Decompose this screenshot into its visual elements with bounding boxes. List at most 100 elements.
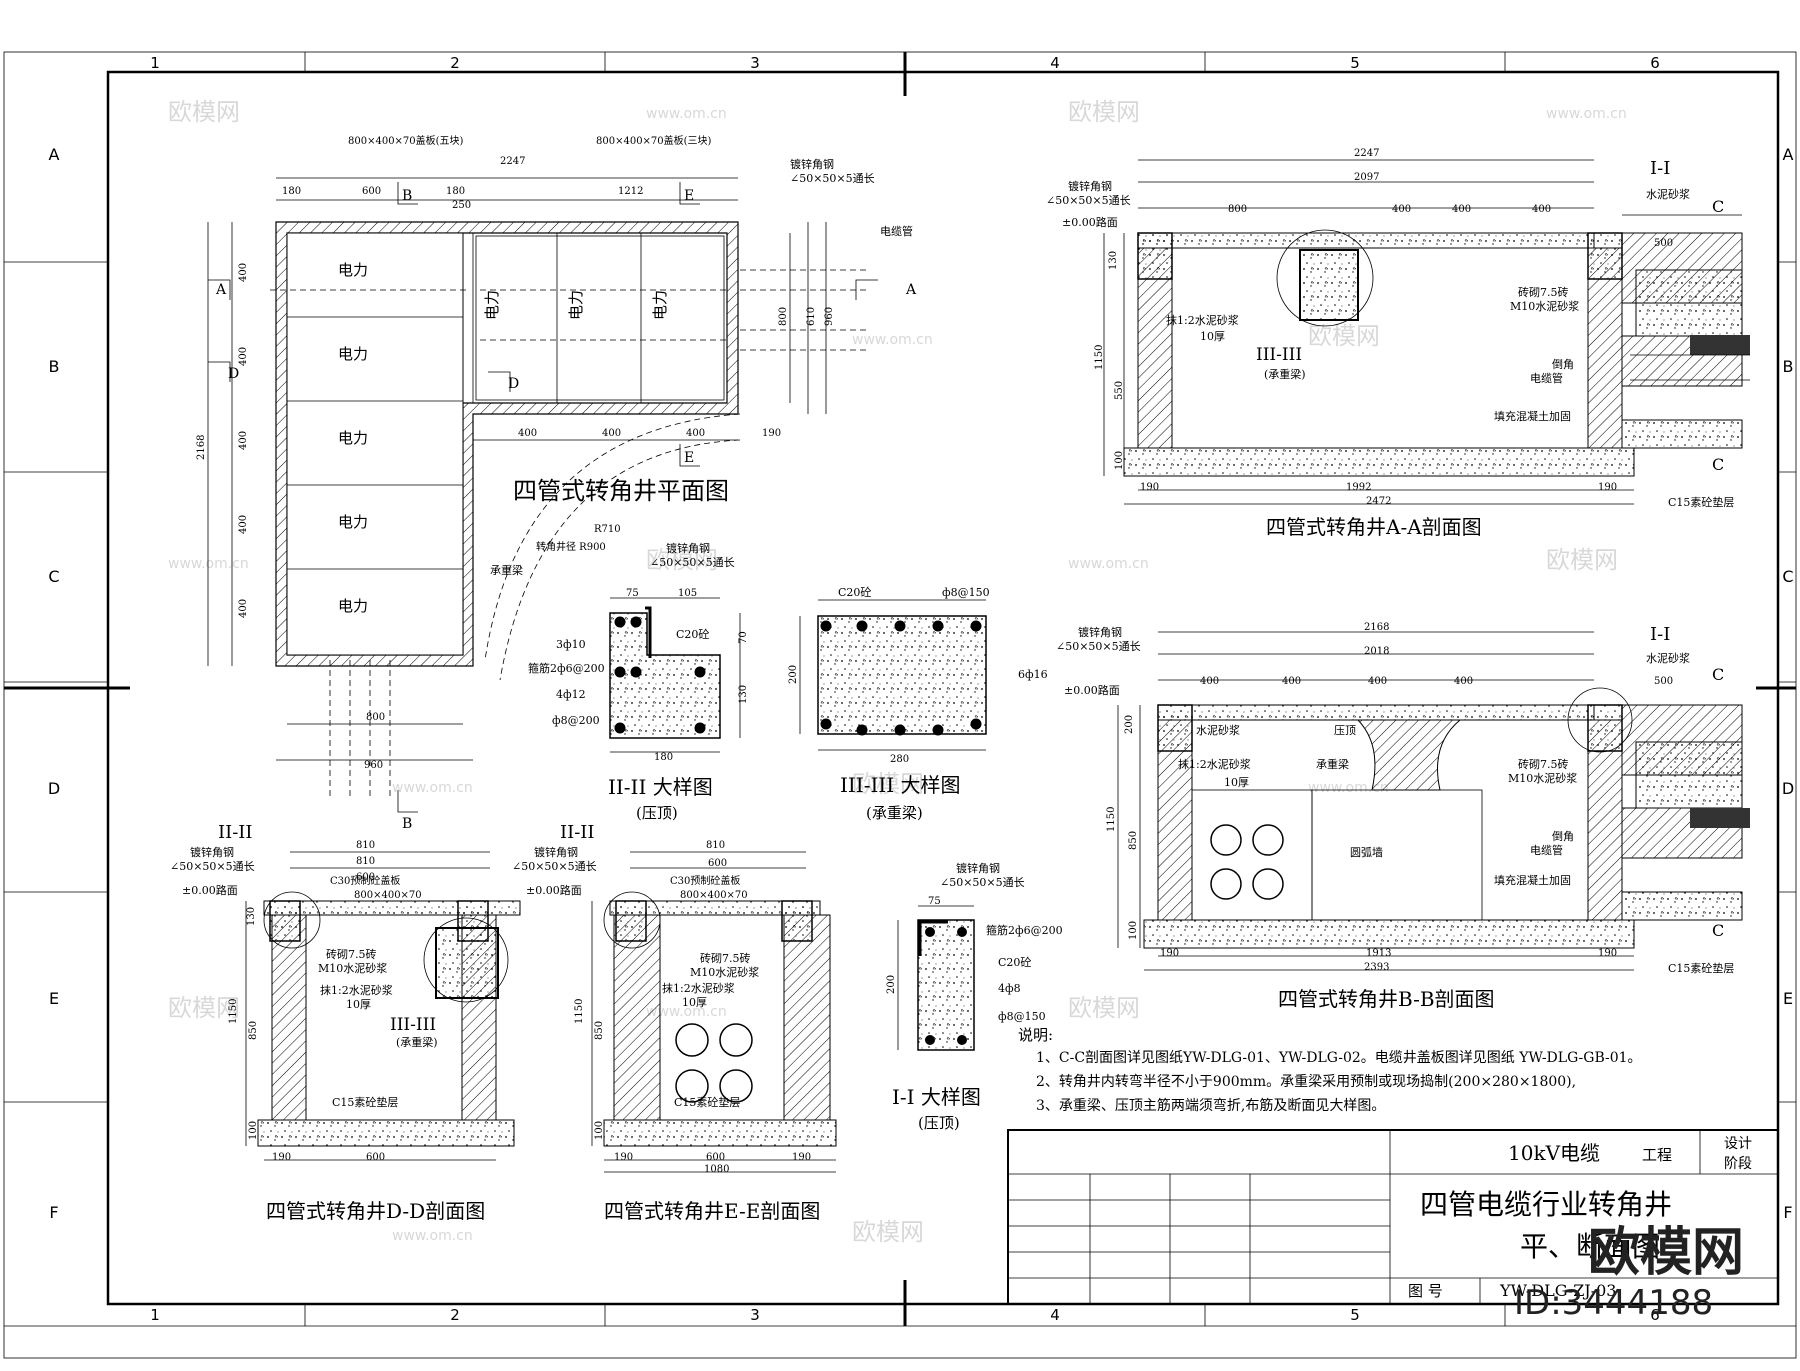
cable-duct [1252, 824, 1284, 856]
ee-dim: 600 [708, 858, 727, 869]
rebar-dot [820, 718, 832, 730]
grid-row-right-A: A [1783, 145, 1794, 164]
watermark-text: www.om.cn [646, 1004, 727, 1020]
plan-dim: 180 [446, 186, 465, 197]
ee-plaster-thk: 10厚 [682, 996, 707, 1009]
bb-sec-i: I-I [1650, 624, 1670, 645]
aa-cable-pipe: 电缆管 [1530, 371, 1563, 385]
i-dim: 75 [928, 896, 941, 907]
plan-dim-left: 400 [238, 263, 249, 282]
plan-dim-bottom: 400 [686, 428, 705, 439]
watermark-text: 欧模网 [1308, 322, 1380, 350]
dd-beam-ref: III-III [390, 1015, 436, 1035]
plan-dim-bottom: 400 [518, 428, 537, 439]
grid-col-bottom-6: 6 [1650, 1306, 1660, 1324]
rebar-dot [614, 666, 626, 678]
ii-dim: 130 [738, 685, 749, 704]
ee-dim-side: 850 [594, 1021, 605, 1040]
grid-col-5: 5 [1350, 54, 1360, 72]
dd-dim-b: 810 [356, 840, 375, 851]
ee-dim-side: 100 [594, 1121, 605, 1140]
rebar-dot [630, 616, 642, 628]
plan-dim-left: 2168 [196, 435, 207, 460]
plan-dim-right: 610 [806, 307, 817, 326]
ii-dim: 180 [654, 752, 673, 763]
cable-duct [1210, 868, 1242, 900]
bb-round-wall: 圆弧墙 [1350, 845, 1383, 859]
plan-beam: 承重梁 [490, 563, 523, 577]
ee-cover: C30预制砼盖板 [670, 874, 740, 887]
i-dim: 200 [886, 975, 897, 994]
bb-cable-pipe: 电缆管 [1530, 843, 1563, 857]
dd-dim: 810 [356, 856, 375, 867]
brand-logo: 欧模网 [1588, 1223, 1744, 1283]
drawing-title: 四管电缆行业转角井 [1420, 1188, 1672, 1221]
ii-rebar3: 4ф12 [556, 688, 586, 701]
plan-cell-label: 电力 [338, 597, 368, 615]
watermark-text: www.om.cn [392, 780, 473, 796]
detail-i-title: I-I 大样图 [892, 1085, 981, 1109]
plan-dim-right: 960 [824, 307, 835, 326]
note-item: 2、转角井内转弯半径不小于900mm。承重梁采用预制或现场捣制(200×280×… [1036, 1073, 1576, 1090]
ee-dim: 810 [706, 840, 725, 851]
plan-marker-d2: D [508, 376, 519, 392]
watermark-text: 欧模网 [646, 546, 718, 574]
ee-dim: 1080 [704, 1164, 729, 1175]
ii-rebar2: 箍筋2ф6@200 [528, 661, 605, 675]
aa-dim-side: 1150 [1094, 345, 1105, 370]
rebar-dot [856, 724, 868, 736]
detail-ii-title: II-II 大样图 [608, 775, 713, 799]
plan-cell-label: 电力 [338, 261, 368, 279]
detail-iii-sub: (承重梁) [866, 804, 923, 822]
grid-row-E: E [49, 989, 59, 1008]
bb-dim: 500 [1654, 676, 1673, 687]
grid-row-A: A [49, 145, 60, 164]
plan-marker-e: E [684, 188, 694, 204]
plan-dim-left: 400 [238, 431, 249, 450]
grid-col-3: 3 [750, 54, 760, 72]
plan-dim: 600 [362, 186, 381, 197]
bb-press-top: 压顶 [1334, 724, 1356, 737]
dd-angle-steel: 镀锌角钢 [190, 845, 234, 859]
watermark-text: www.om.cn [1068, 556, 1149, 572]
cable-duct [675, 1023, 709, 1057]
section-aa-title: 四管式转角井A-A剖面图 [1266, 515, 1482, 539]
aa-dim: 400 [1392, 204, 1411, 215]
bb-dim: 400 [1368, 676, 1387, 687]
dd-dim-side: 850 [248, 1021, 259, 1040]
i-stirrup: 箍筋2ф6@200 [986, 923, 1063, 937]
aa-angle-steel: 镀锌角钢 [1068, 179, 1112, 193]
bb-cushion: C15素砼垫层 [1668, 961, 1734, 975]
watermark-text: www.om.cn [392, 1228, 473, 1244]
plan-title: 四管式转角井平面图 [513, 477, 729, 505]
bb-dim: 2018 [1364, 646, 1389, 657]
plan-dim-left: 400 [238, 599, 249, 618]
rebar-dot [925, 1035, 935, 1045]
grid-row-right-E: E [1783, 989, 1793, 1008]
grid-col-bottom-4: 4 [1050, 1306, 1060, 1324]
bb-dim: 400 [1454, 676, 1473, 687]
bb-angle-steel: 镀锌角钢 [1078, 625, 1122, 639]
plan-dim-under: 960 [364, 760, 383, 771]
ee-mortar: M10水泥砂浆 [690, 965, 759, 979]
plan-dim-left: 400 [238, 515, 249, 534]
watermark-text: www.om.cn [852, 332, 933, 348]
bb-dim: 190 [1598, 948, 1617, 959]
dd-cover: C30预制砼盖板 [330, 874, 400, 887]
grid-col-6: 6 [1650, 54, 1660, 72]
bb-dim: 400 [1282, 676, 1301, 687]
bb-level: ±0.00路面 [1064, 684, 1120, 697]
grid-col-bottom-2: 2 [450, 1306, 460, 1324]
rebar-dot [970, 620, 982, 632]
bb-dim-side: 200 [1124, 715, 1135, 734]
rebar-dot [614, 722, 626, 734]
grid-col-4: 4 [1050, 54, 1060, 72]
aa-dim-side: 100 [1114, 451, 1125, 470]
aa-dim: 800 [1228, 204, 1247, 215]
rebar-dot [957, 1035, 967, 1045]
cable-duct [675, 1069, 709, 1103]
watermark-text: www.om.cn [1308, 780, 1389, 796]
plan-marker-a: A [215, 282, 227, 298]
